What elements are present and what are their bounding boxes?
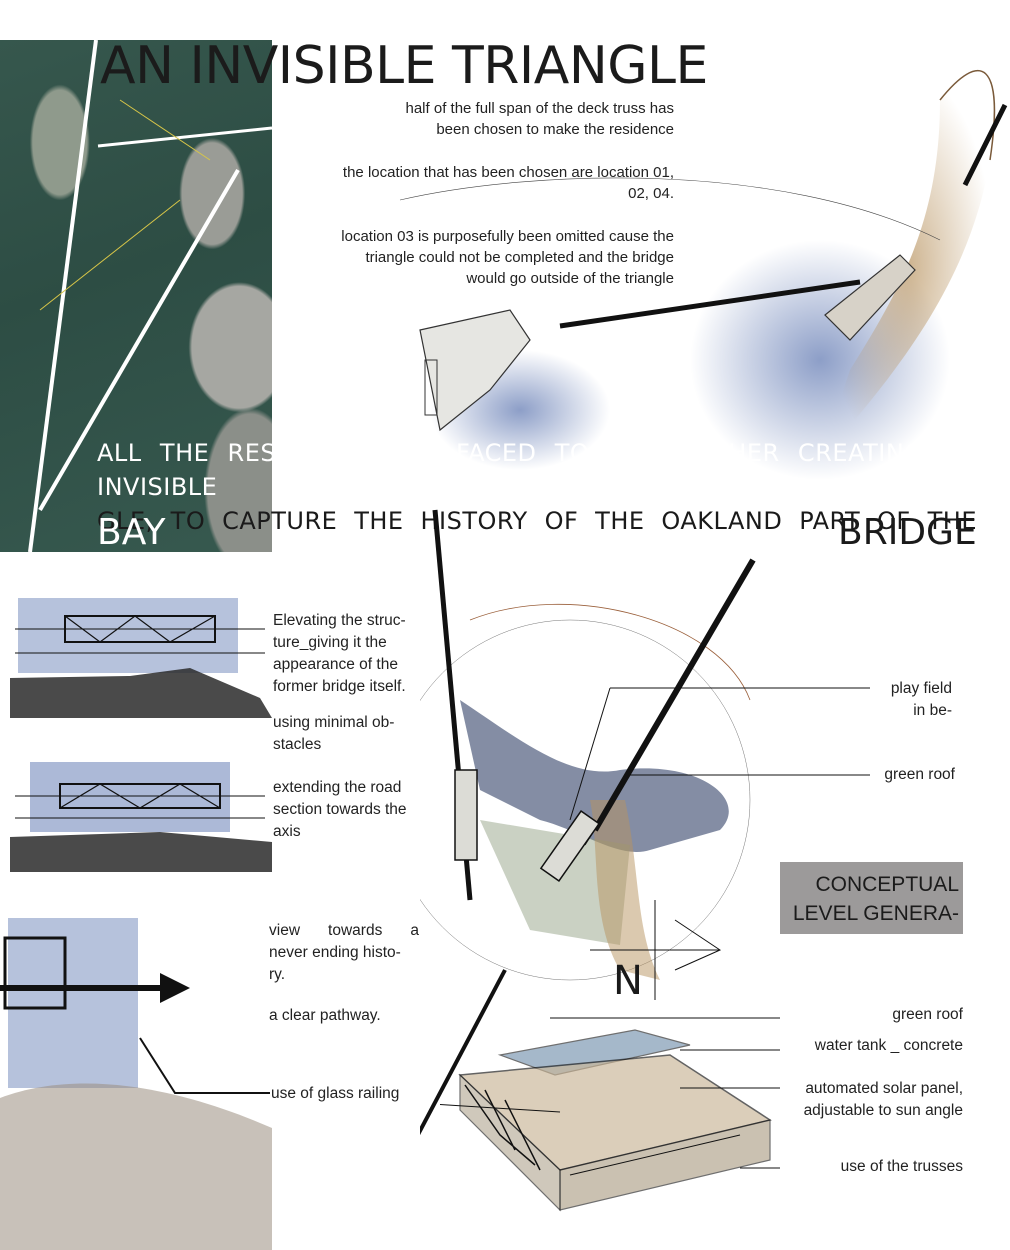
label-play-field: play field in be- [890, 680, 952, 719]
leader-green-roof-2 [584, 774, 631, 846]
bridge-line-top-right [962, 103, 1008, 187]
page-title: AN INVISIBLE TRIANGLE [100, 36, 708, 96]
intro-line: location 03 is purposefully been omitted… [341, 228, 674, 245]
note-minimal-obstacles: using minimal ob- stacles [273, 714, 395, 753]
note-view: view towards a never ending histo- ry. [269, 922, 419, 983]
railing-leader [139, 1037, 270, 1094]
bridge-line-upper [559, 279, 861, 329]
ochre-ground [590, 800, 660, 980]
intro-line: half of the full span of the deck truss … [405, 100, 675, 117]
residence-plan-2 [824, 254, 916, 341]
bridge-line-center [592, 558, 756, 832]
deck-edge-iso [569, 1134, 741, 1176]
residence-plan-1-truss [424, 359, 438, 416]
ground-section-1 [10, 668, 272, 718]
map-yellow-route-2 [39, 199, 181, 311]
banner-line-1: ALL THE RESIDENCE ARE FACED TO EACH OTHE… [97, 439, 977, 501]
green-plane [480, 820, 630, 945]
section-frame [3, 936, 67, 1010]
site-plan-sketch [399, 70, 1008, 480]
shoreline-ink [460, 700, 729, 853]
map-white-line-2 [38, 168, 240, 512]
ochre-shore [820, 70, 995, 460]
concept-box: CONCEPTUAL LEVEL GENERA- [780, 862, 963, 934]
label-green-roof-plan: green roof [884, 766, 955, 783]
north-label: N [613, 958, 643, 1004]
concept-line-1: CONCEPTUAL [815, 873, 959, 896]
intro-paragraph-2: the location that has been chosen are lo… [280, 162, 674, 204]
residence-plan-3 [454, 769, 478, 861]
deck-front-iso [459, 1073, 561, 1212]
concept-line-2: LEVEL GENERA- [792, 902, 959, 925]
residence-plan-4 [539, 809, 601, 883]
construction-arc [399, 177, 941, 241]
north-arrow-head [674, 919, 722, 971]
intro-paragraph-3: location 03 is purposefully been omitted… [280, 226, 674, 289]
section-ground [0, 1083, 272, 1250]
blue-hatch-1 [18, 598, 238, 673]
truss-web-1 [64, 615, 216, 643]
map-white-line-1 [28, 40, 98, 552]
map-overlay-lines [28, 40, 272, 552]
construction-circle [420, 619, 751, 981]
blue-hatch-2 [30, 762, 230, 832]
truss-web-2 [59, 783, 221, 809]
intro-line: would go outside of the triangle [466, 270, 674, 287]
truss-members-iso [464, 1084, 541, 1171]
label-green-roof-iso: green roof [892, 1006, 963, 1023]
note-elevating: Elevating the struc- ture_giving it the … [273, 612, 406, 695]
banner-line-2: GLE, TO CAPTURE THE HISTORY OF THE OAKLA… [97, 507, 977, 535]
plan-sketch-center [420, 509, 870, 1136]
note-extending-road: extending the road section towards the a… [273, 779, 407, 840]
intro-line: the location that has been chosen are lo… [342, 164, 674, 181]
label-solar-panel: automated solar panel, adjustable to sun… [803, 1080, 963, 1119]
elevation-sketch-1 [10, 598, 272, 718]
leader-play-field-2 [569, 687, 611, 821]
banner-statement: ALL THE RESIDENCE ARE FACED TO EACH OTHE… [97, 436, 977, 538]
leader-railing [440, 1104, 561, 1113]
intro-line: 02, 04. [628, 185, 674, 202]
intro-line: triangle could not be completed and the … [365, 249, 674, 266]
intro-line: been chosen to make the residence [436, 121, 674, 138]
section-arrow [160, 973, 190, 1003]
note-pathway: a clear pathway. [269, 1007, 381, 1024]
note-glass-railing: use of glass railing [271, 1085, 400, 1102]
elevation-sketch-2 [10, 762, 272, 872]
ground-section-2 [10, 832, 272, 872]
intro-paragraph-1: half of the full span of the deck truss … [280, 98, 675, 140]
bridge-line-lower [420, 969, 507, 1136]
blue-hatch-3 [8, 918, 138, 1088]
banner-bridge: BRIDGE [838, 512, 977, 553]
label-water-tank: water tank _ concrete [814, 1037, 963, 1054]
orange-arc [469, 603, 751, 701]
banner-bay: BAY [97, 512, 166, 553]
section-sketch [0, 918, 272, 1250]
satellite-map [0, 40, 272, 552]
isometric-residence-sketch [440, 1017, 780, 1212]
map-white-line-3 [97, 126, 272, 148]
map-yellow-route [119, 99, 211, 161]
label-trusses: use of the trusses [840, 1158, 963, 1175]
